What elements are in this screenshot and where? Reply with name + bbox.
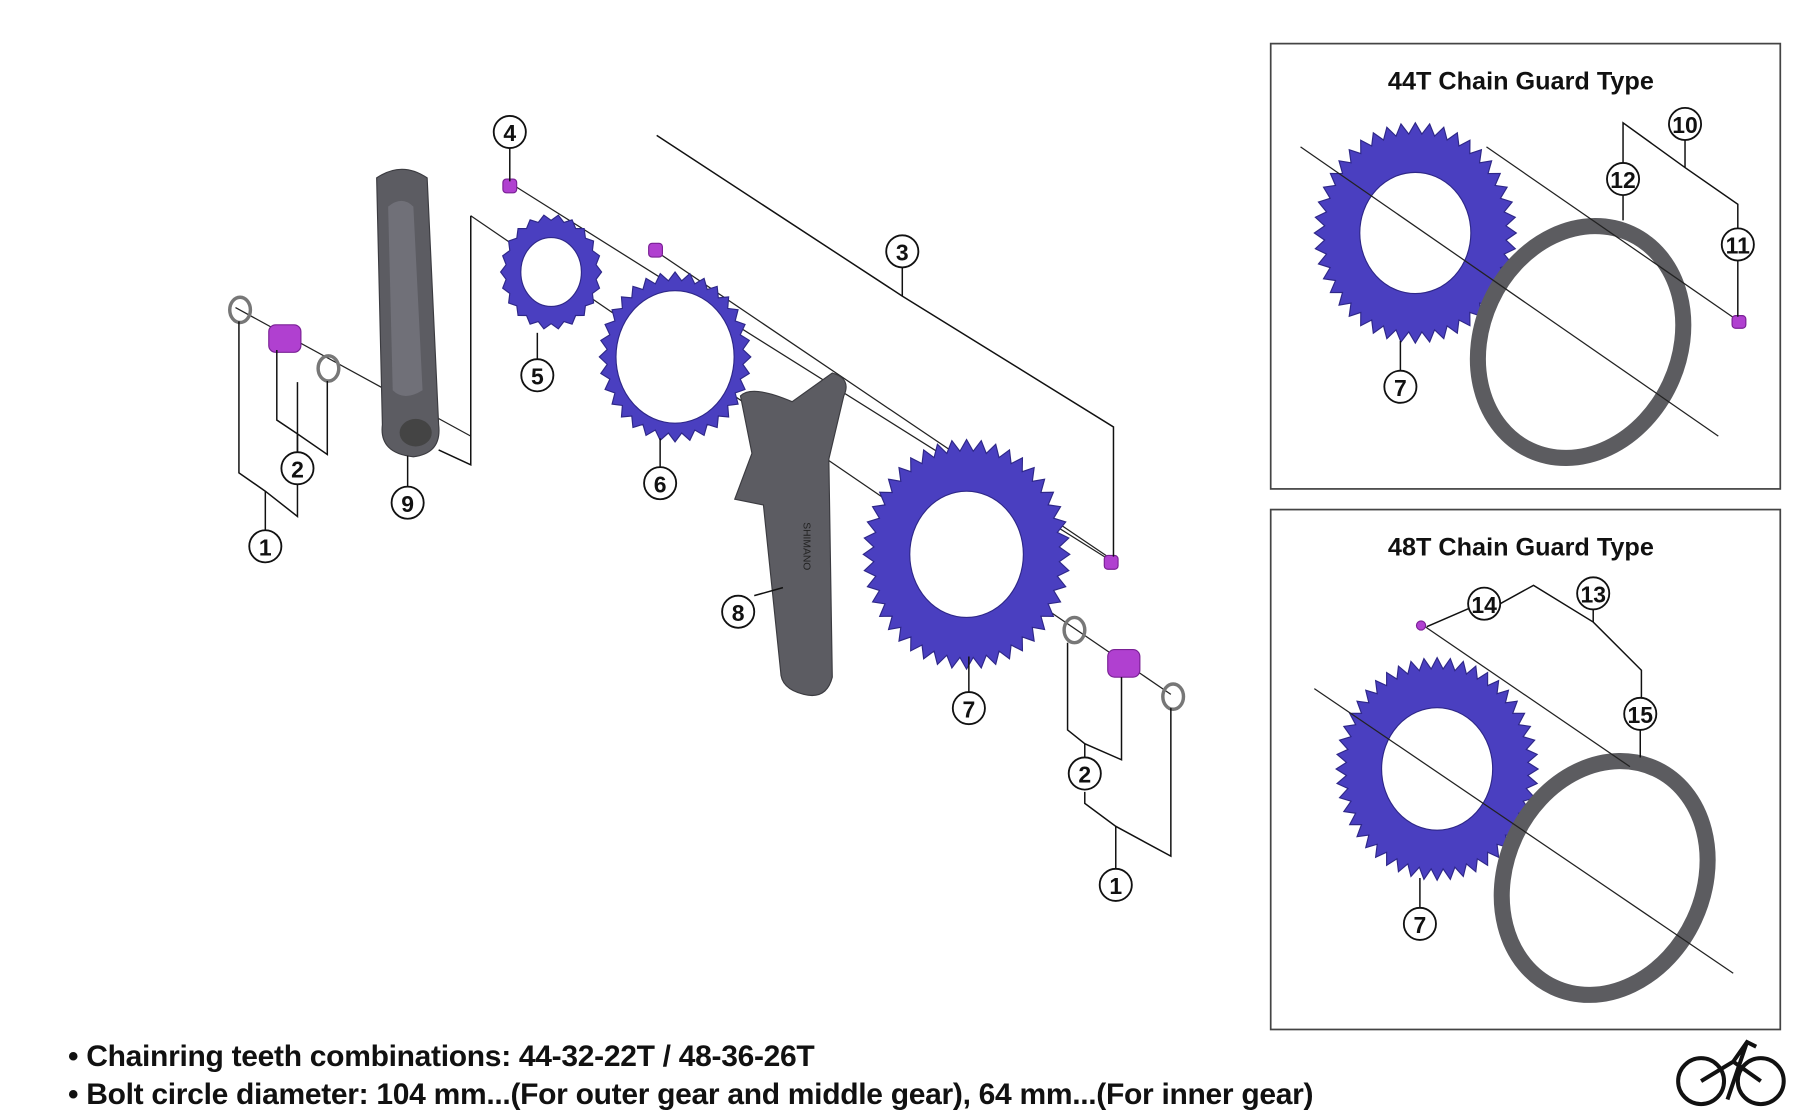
callout-2: 2: [280, 451, 315, 486]
callout-5: 5: [520, 358, 555, 393]
outer-chainring: [862, 438, 1071, 671]
callout-8: 8: [721, 594, 756, 629]
svg-text:10: 10: [1672, 112, 1698, 138]
inner-chainring: [499, 214, 603, 330]
svg-text:1: 1: [1109, 873, 1122, 899]
callout-15: 15: [1623, 696, 1658, 731]
box-44t: [1269, 42, 1782, 490]
right-crank-arm: [733, 372, 847, 697]
fixing-bolt: [648, 242, 664, 258]
svg-text:7: 7: [1394, 375, 1407, 401]
callout-11: 11: [1720, 227, 1755, 262]
callout-1: 1: [1098, 867, 1133, 902]
svg-text:15: 15: [1628, 702, 1654, 728]
svg-text:3: 3: [896, 239, 909, 265]
svg-text:7: 7: [1414, 912, 1427, 938]
svg-text:13: 13: [1580, 582, 1606, 608]
note-bolt-circle-diameter: • Bolt circle diameter: 104 mm...(For ou…: [68, 1078, 1314, 1111]
box-44t-title: 44T Chain Guard Type: [1388, 68, 1654, 96]
callout-13: 13: [1576, 576, 1611, 611]
svg-text:2: 2: [1078, 762, 1091, 788]
callout-2: 2: [1067, 756, 1102, 791]
callout-14: 14: [1467, 586, 1502, 621]
chain-guard-48t: [1493, 753, 1716, 1003]
svg-text:9: 9: [401, 491, 414, 517]
svg-text:1: 1: [259, 534, 272, 560]
svg-text:14: 14: [1471, 592, 1497, 618]
crank-arm-fixing-bolt: [268, 324, 302, 353]
middle-chainring: [598, 271, 752, 443]
callout-10: 10: [1668, 106, 1703, 141]
callout-3: 3: [885, 234, 920, 269]
crank-arm-fixing-bolt: [1107, 649, 1141, 678]
svg-text:7: 7: [962, 696, 975, 722]
outer-chainring-48t: [1335, 656, 1540, 882]
box-48t: [1269, 508, 1782, 1031]
svg-text:8: 8: [732, 600, 745, 626]
box-48t-title: 48T Chain Guard Type: [1388, 533, 1654, 561]
callout-4: 4: [492, 114, 527, 149]
svg-text:12: 12: [1610, 167, 1636, 193]
crank-logo: SHIMANO: [801, 522, 812, 570]
bicycle-icon: [1676, 1039, 1786, 1107]
callout-7: 7: [1383, 369, 1418, 404]
svg-text:5: 5: [531, 363, 544, 389]
callout-1: 1: [248, 529, 283, 564]
callout-6: 6: [643, 466, 678, 501]
callout-7: 7: [951, 691, 986, 726]
outer-chainring-44t: [1313, 121, 1518, 345]
fixing-bolt: [1731, 315, 1747, 329]
fixing-bolt: [1103, 554, 1119, 570]
svg-text:4: 4: [503, 120, 516, 146]
chain-guard-44t: [1469, 218, 1692, 466]
svg-text:2: 2: [291, 456, 304, 482]
svg-text:6: 6: [654, 471, 667, 497]
callout-7: 7: [1402, 906, 1437, 941]
svg-text:11: 11: [1726, 233, 1750, 259]
note-teeth-combinations: • Chainring teeth combinations: 44-32-22…: [68, 1040, 815, 1073]
callout-9: 9: [390, 485, 425, 520]
callout-12: 12: [1606, 162, 1641, 197]
